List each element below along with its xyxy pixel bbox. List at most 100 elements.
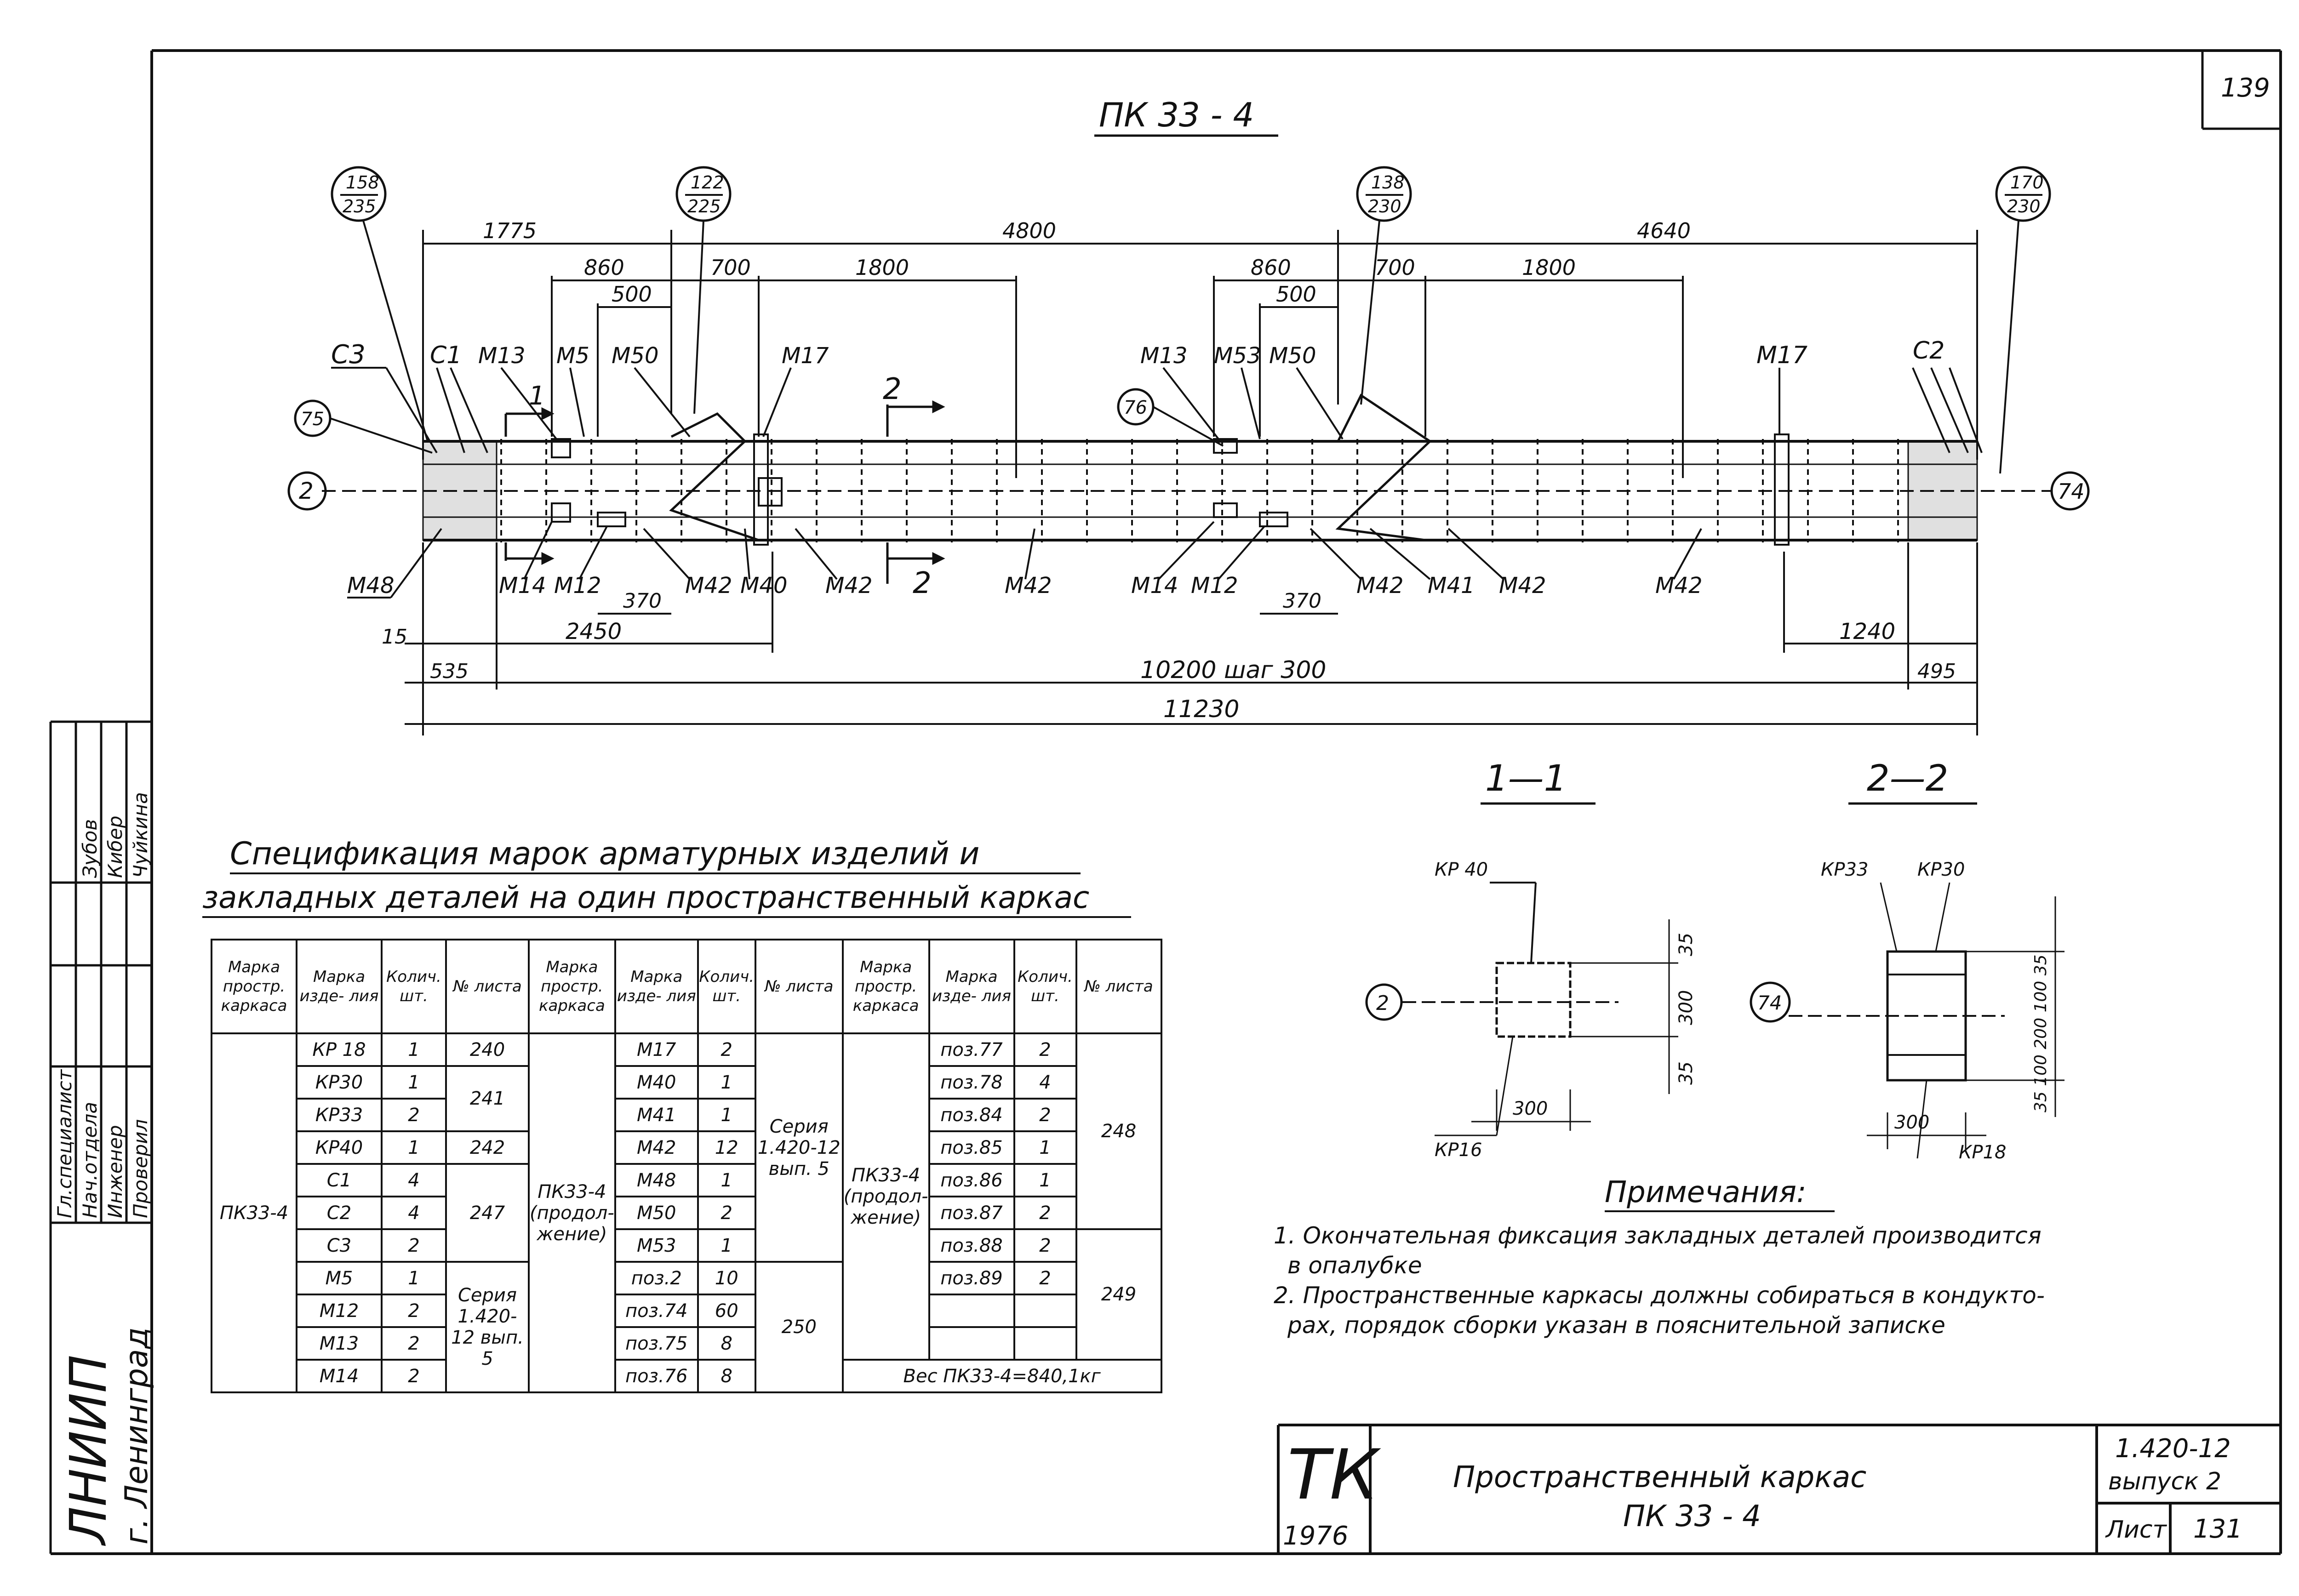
g1-qty: 1 <box>381 1130 447 1165</box>
g3-qty: 2 <box>1013 1032 1077 1067</box>
g2-qty: 8 <box>697 1326 756 1361</box>
g2-mark: поз.75 <box>614 1326 699 1361</box>
section-mark-2 <box>886 400 945 584</box>
g3-sheet-248: 248 <box>1075 1032 1162 1230</box>
label-m53: М53 <box>1214 343 1261 369</box>
g3-empty <box>1013 1326 1077 1361</box>
section-mark-2-label-top: 2 <box>883 372 902 406</box>
dim-2450: 2450 <box>566 619 622 644</box>
g1-qty: 2 <box>381 1098 447 1132</box>
hdr-frame-1: Марка простр. каркаса <box>211 939 297 1034</box>
sec2-vert: 35 100 200 100 35 <box>2031 954 2050 1112</box>
g2-qty: 8 <box>697 1359 756 1393</box>
spec-title: Спецификация марок арматурных изделий и … <box>202 836 1131 918</box>
stamp-sheet-no: 131 <box>2193 1514 2242 1544</box>
sec1-35a: 35 <box>1676 933 1697 956</box>
g3-mark: поз.85 <box>928 1130 1015 1165</box>
spec-row: С1 4 247 М48 1 поз.86 1 <box>212 1163 1161 1263</box>
g3-qty: 4 <box>1013 1065 1077 1100</box>
label-m14b: М14 <box>1131 573 1178 598</box>
svg-text:122: 122 <box>691 172 724 193</box>
sec1-axis: 2 <box>1376 992 1389 1015</box>
g2-mark: М17 <box>614 1032 699 1067</box>
dim-1800b: 1800 <box>1522 255 1576 280</box>
stamp-title-2: ПК 33 - 4 <box>1623 1499 1761 1533</box>
dim-4800: 4800 <box>1002 218 1056 243</box>
dim-11230: 11230 <box>1163 695 1239 723</box>
g3-qty: 2 <box>1013 1228 1077 1263</box>
g2-qty: 1 <box>697 1228 756 1263</box>
g1-mark: С1 <box>296 1163 383 1197</box>
notes: Примечания: 1. Окончательная фиксация за… <box>1274 1175 2045 1339</box>
sec1-35b: 35 <box>1676 1061 1697 1085</box>
svg-text:75: 75 <box>301 409 324 430</box>
svg-text:74: 74 <box>2058 479 2085 504</box>
spec-row: С2 4 М50 2 поз.87 2 <box>212 1196 1161 1230</box>
callout-138-230: 138 230 <box>1356 166 1412 405</box>
g3-qty: 2 <box>1013 1098 1077 1132</box>
pos-75-marker: 75 <box>294 399 433 454</box>
label-m50b: М50 <box>1269 343 1316 369</box>
g1-mark: КР30 <box>296 1065 383 1100</box>
callout-158-235: 158 235 <box>331 166 429 442</box>
note-2b: рах, порядок сборки указан в пояснительн… <box>1287 1312 1945 1339</box>
g1-sheet-series: Серия 1.420-12 вып. 5 <box>445 1261 530 1393</box>
label-m42c: М42 <box>1005 573 1052 598</box>
g3-qty: 2 <box>1013 1261 1077 1295</box>
pos-76-marker: 76 <box>1117 388 1224 447</box>
side-logo: ЛНИИП <box>59 1355 118 1546</box>
bottom-dimension-labels: 15 370 2450 370 1240 535 10200 шаг 300 4… <box>382 589 1956 723</box>
dim-1775: 1775 <box>483 218 537 243</box>
sec2-kp18: КР18 <box>1959 1142 2006 1163</box>
cage-body <box>322 393 2051 546</box>
top-dimensions <box>422 230 1978 478</box>
g3-mark: поз.87 <box>928 1196 1015 1230</box>
spec-row: М5 1 Серия 1.420-12 вып. 5 поз.2 10 250 … <box>212 1261 1161 1393</box>
g2-mark: М42 <box>614 1130 699 1165</box>
hdr-frame-2: Марка простр. каркаса <box>528 939 616 1034</box>
g3-empty <box>928 1294 1015 1328</box>
g1-mark: КР 18 <box>296 1032 383 1067</box>
section-mark-2-label-bottom: 2 <box>913 566 932 600</box>
label-m42a: М42 <box>685 573 732 598</box>
hdr-frame-3: Марка простр. каркаса <box>841 939 930 1034</box>
label-c2: С2 <box>1913 337 1944 365</box>
label-m41: М41 <box>1428 573 1475 598</box>
hdr-qty-1: Колич. шт. <box>381 939 447 1034</box>
dim-860a: 860 <box>584 255 624 280</box>
sec2-300w: 300 <box>1894 1112 1929 1133</box>
sheet-number: 139 <box>2221 73 2270 103</box>
label-m17a: М17 <box>782 343 829 369</box>
section-2-2-labels: 74 КР33 КР30 КР18 300 35 100 200 100 35 <box>1750 859 2050 1163</box>
svg-text:138: 138 <box>1371 172 1405 193</box>
g2-qty: 1 <box>697 1098 756 1132</box>
sheet-frame <box>51 49 2282 1555</box>
side-stamp <box>49 720 152 1554</box>
sec2-kp30: КР30 <box>1917 859 1965 880</box>
note-1a: 1. Окончательная фиксация закладных дета… <box>1274 1222 2042 1249</box>
spec-row: КР33 2 М41 1 поз.84 2 <box>212 1098 1161 1132</box>
sec2-axis: 74 <box>1757 992 1782 1014</box>
g2-qty: 12 <box>697 1130 756 1165</box>
side-role-3: Инженер <box>104 1125 126 1218</box>
hdr-item-1: Марка изде- лия <box>296 939 383 1034</box>
g3-sheet-249: 249 <box>1075 1228 1162 1361</box>
section-1-1-title: 1—1 <box>1485 758 1567 799</box>
callout-170-230: 170 230 <box>1995 166 2051 474</box>
g2-qty: 2 <box>697 1032 756 1067</box>
sec1-kp16: КР16 <box>1435 1140 1482 1161</box>
hdr-item-3: Марка изде- лия <box>928 939 1015 1034</box>
sec1-kp40: КР 40 <box>1435 859 1488 880</box>
axis-2-marker: 2 <box>287 471 327 511</box>
svg-text:158: 158 <box>346 172 379 193</box>
g3-frame: ПК33-4 (продол- жение) <box>841 1032 930 1361</box>
label-m42e: М42 <box>1499 573 1546 598</box>
side-stamp-text: Гл.специалист Нач.отдела Инженер Провери… <box>53 792 155 1546</box>
spec-header-row: Марка простр. каркаса Марка изде- лия Ко… <box>211 939 1162 1034</box>
g1-frame: ПК33-4 <box>211 1032 297 1393</box>
dim-500a: 500 <box>612 282 652 307</box>
dim-370b: 370 <box>1283 589 1321 613</box>
hdr-qty-2: Колич. шт. <box>697 939 756 1034</box>
g3-mark: поз.84 <box>928 1098 1015 1132</box>
side-role-2: Нач.отдела <box>79 1102 101 1218</box>
